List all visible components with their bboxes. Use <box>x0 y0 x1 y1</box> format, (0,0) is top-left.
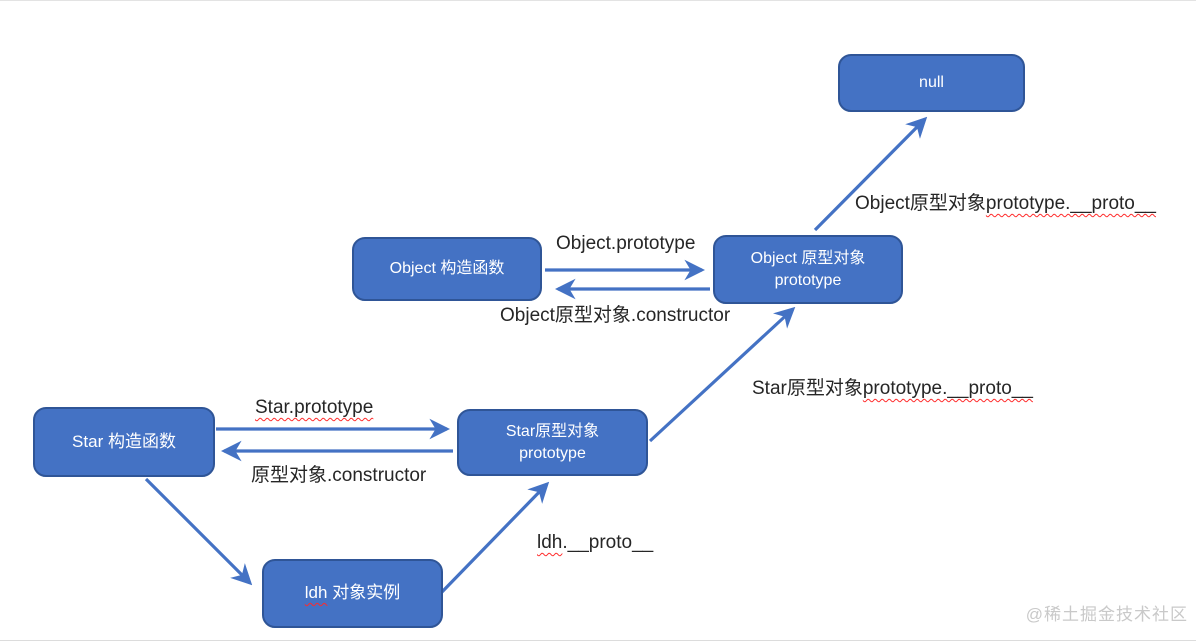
node-object-constructor-label: Object 构造函数 <box>389 260 505 278</box>
node-object-prototype-line1: Object 原型对象 <box>750 249 866 267</box>
node-object-prototype: Object 原型对象 prototype <box>713 235 903 304</box>
arrow-ldh-proto <box>439 481 550 595</box>
node-object-prototype-line2: prototype <box>774 271 842 289</box>
node-ldh-underlined: ldh <box>304 583 328 603</box>
arrow-star-proto-to-object-proto <box>648 306 796 443</box>
node-star-constructor: Star 构造函数 <box>33 407 215 477</box>
node-ldh-instance: ldh 对象实例 <box>262 559 443 628</box>
node-star-constructor-label: Star 构造函数 <box>72 431 176 451</box>
arrow-object-proto-to-null <box>813 116 928 232</box>
arrow-ctor-to-instance <box>144 477 253 586</box>
label-star-constructor: 原型对象.constructor <box>251 465 427 486</box>
juejin-watermark: @稀土掘金技术社区 <box>1025 605 1188 624</box>
node-ldh-rest: 对象实例 <box>327 583 401 603</box>
label-star-proto-to-object-proto: Star原型对象prototype.__proto__ <box>752 373 1033 400</box>
label-ldh-proto: ldh.__proto__ <box>537 532 653 554</box>
label-object-prototype: Object.prototype <box>556 233 696 254</box>
node-star-prototype-line1: Star原型对象 <box>505 422 600 440</box>
node-star-prototype: Star原型对象 prototype <box>457 409 648 476</box>
node-object-constructor: Object 构造函数 <box>352 237 542 301</box>
node-ldh-instance-label: ldh 对象实例 <box>305 582 400 605</box>
label-object-constructor: Object原型对象.constructor <box>500 305 731 326</box>
node-star-prototype-line2: prototype <box>519 444 586 462</box>
label-object-proto-to-null-underlined: prototype.__proto__ <box>985 193 1156 214</box>
label-ldh-proto-underlined: ldh <box>537 532 563 553</box>
label-star-proto-plain: Star原型对象 <box>752 378 863 399</box>
node-null-label: null <box>919 74 944 92</box>
label-object-proto-to-null: Object原型对象prototype.__proto__ <box>855 188 1156 215</box>
label-object-proto-to-null-plain: Object原型对象 <box>855 193 986 214</box>
label-ldh-proto-rest: .__proto__ <box>562 532 654 553</box>
label-star-proto-underlined: prototype.__proto__ <box>862 378 1033 399</box>
node-null: null <box>838 54 1025 112</box>
label-star-prototype: Star.prototype <box>255 397 374 418</box>
